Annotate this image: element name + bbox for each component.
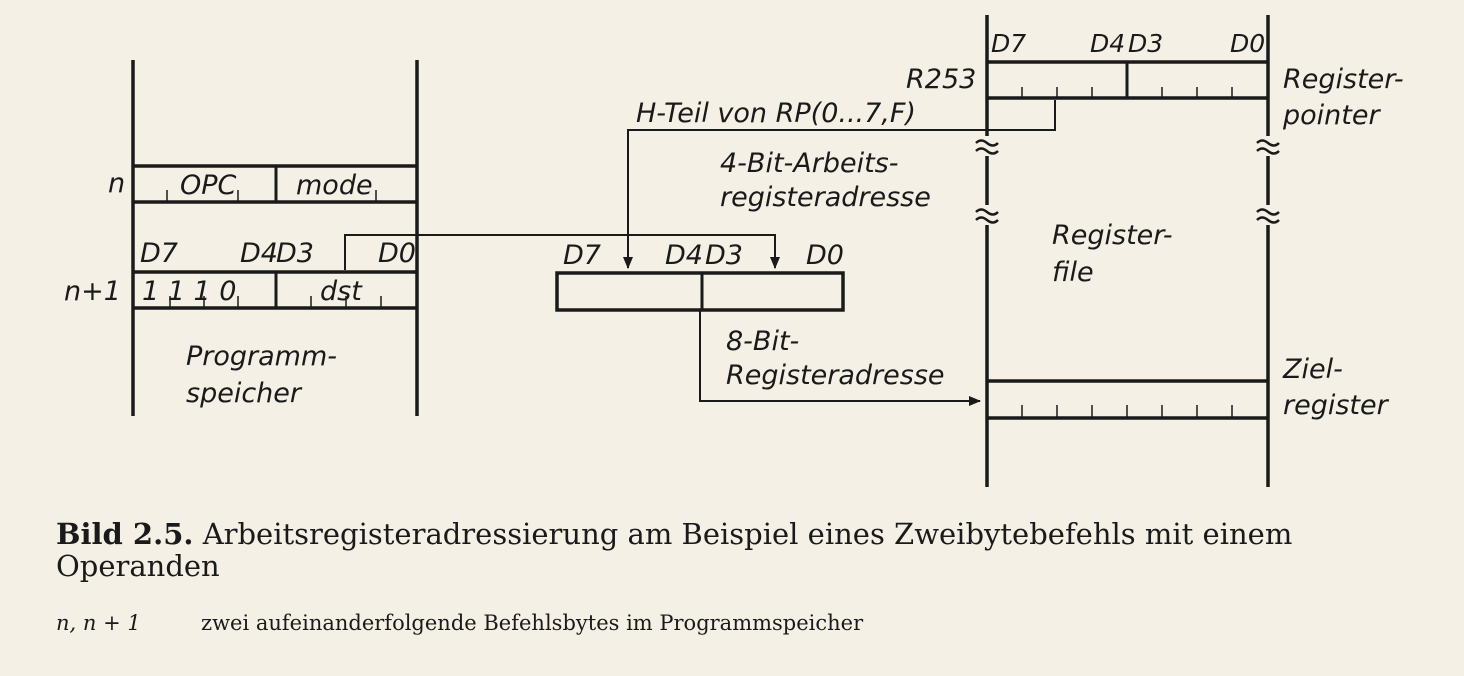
dst-nibble-connector: [344, 234, 780, 270]
figure-caption: Bild 2.5. Arbeitsregisteradressierung am…: [56, 518, 1464, 582]
address-register: [555, 271, 845, 312]
figure-caption-text: Arbeitsregisteradressierung am Beispiel …: [56, 517, 1293, 583]
h-part-label: H-Teil von RP(0...7,F): [636, 98, 916, 129]
target-register-label-1: Ziel-: [1282, 354, 1343, 385]
target-register-label-2: register: [1283, 390, 1390, 421]
register-pointer-label-1: Register-: [1283, 64, 1404, 95]
addressing-diagram: n OPC mode D7 D4 D3 D0 n+1 1 1 1 0 dst P…: [64, 15, 1404, 487]
dst-label: dst: [320, 276, 363, 307]
ar-bit-d0: D0: [806, 240, 844, 271]
work-address-label-1: 4-Bit-Arbeits-: [720, 148, 899, 179]
register-file-label-1: Register-: [1052, 220, 1173, 251]
rf-bit-d3: D3: [1128, 29, 1163, 58]
r253-label: R253: [906, 64, 976, 95]
pm-bit-d3: D3: [276, 238, 314, 269]
register-address-label-2: Registeradresse: [726, 360, 945, 391]
register-pointer-label-2: pointer: [1282, 100, 1381, 131]
ar-bit-d7: D7: [563, 240, 601, 271]
program-memory-name-2: speicher: [186, 378, 303, 409]
row-n1-label: n+1: [64, 276, 121, 307]
opc-label: OPC: [180, 170, 237, 201]
rf-bit-d4: D4: [1090, 29, 1125, 58]
pm-bit-d0: D0: [378, 238, 416, 269]
work-address-label-2: registeradresse: [720, 182, 931, 213]
register-file-label-2: file: [1052, 257, 1094, 288]
note-symbol: n, n + 1: [56, 611, 141, 635]
figure-number: Bild 2.5.: [56, 517, 194, 551]
mode-label: mode: [296, 170, 373, 201]
register-file: [985, 15, 1270, 487]
register-address-connector: [699, 310, 981, 406]
program-memory: [131, 60, 419, 416]
pm-bit-d7: D7: [140, 238, 178, 269]
register-address-label-1: 8-Bit-: [726, 326, 799, 357]
figure-note: n, n + 1 zwei aufeinanderfolgende Befehls…: [56, 611, 863, 635]
program-memory-name-1: Programm-: [186, 341, 337, 372]
ar-bit-d3: D3: [705, 240, 743, 271]
pm-bit-d4: D4: [240, 238, 278, 269]
rf-bit-d7: D7: [991, 29, 1026, 58]
ar-bit-d4: D4: [665, 240, 703, 271]
row-n-label: n: [108, 168, 125, 199]
high-nibble-bits: 1 1 1 0: [142, 276, 236, 307]
break-marks: [975, 136, 1280, 225]
h-part-connector: [623, 100, 1056, 269]
note-text: zwei aufeinanderfolgende Befehlsbytes im…: [201, 611, 864, 635]
rf-bit-d0: D0: [1230, 29, 1265, 58]
